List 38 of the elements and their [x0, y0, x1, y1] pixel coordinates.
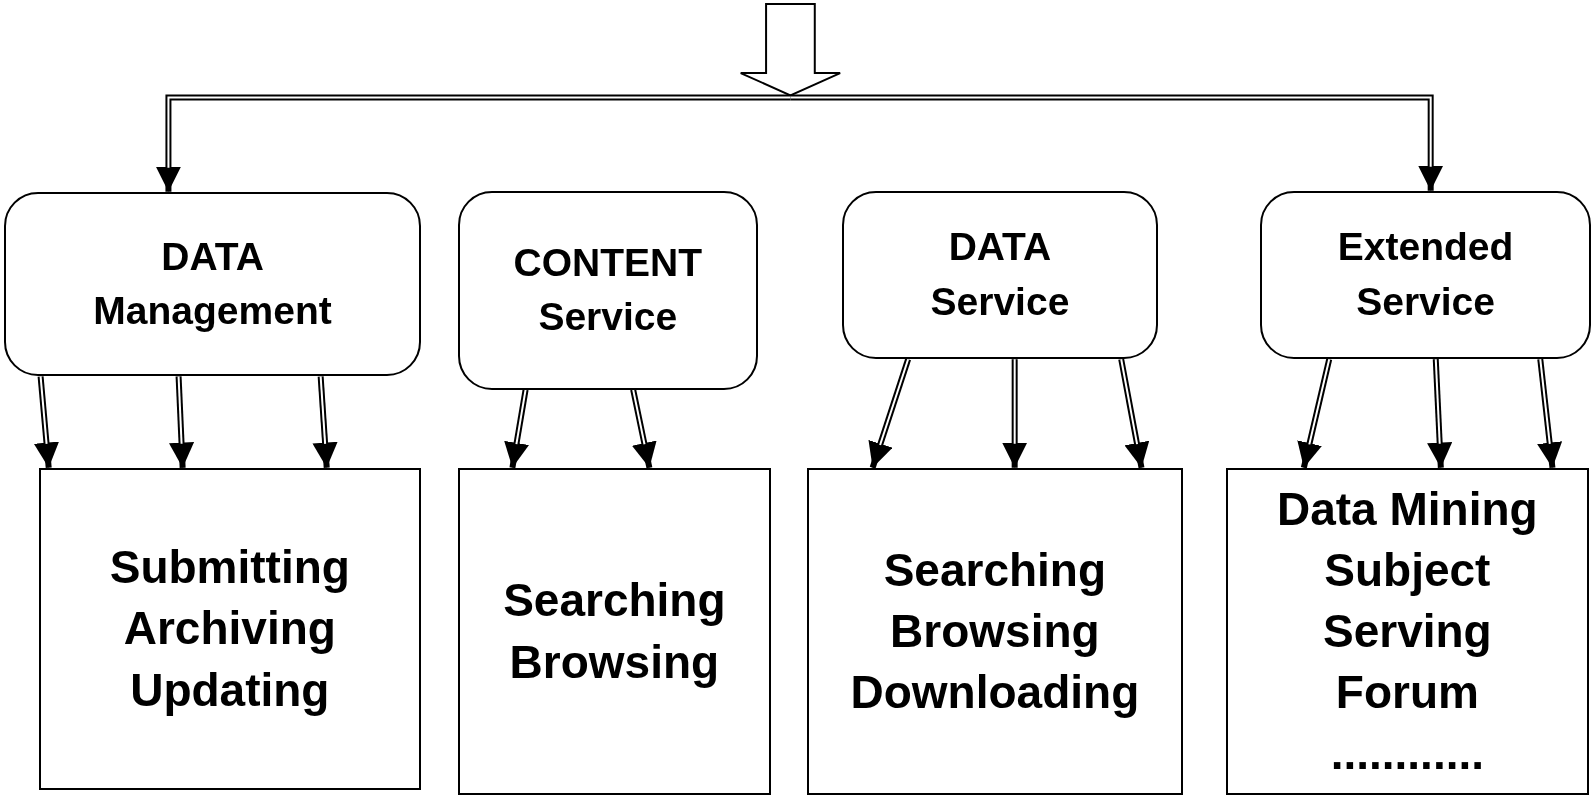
double-line-arrow: [1118, 358, 1150, 469]
box-title: DATA Management: [92, 233, 333, 335]
double-line-arrow: [1002, 358, 1028, 468]
list-item: Data Mining: [1277, 481, 1538, 537]
double-line-arrow: [504, 388, 530, 469]
rounded-box: [842, 190, 1158, 360]
process-box: [38, 467, 422, 791]
list-item: Searching: [883, 542, 1107, 598]
list-item: Browsing: [509, 634, 720, 690]
rounded-box: [1260, 190, 1591, 360]
rounded-box: [457, 190, 758, 390]
process-box: [457, 467, 772, 796]
box-title: DATA Service: [929, 224, 1071, 325]
box-title: CONTENT Service: [512, 239, 703, 341]
list-item: Searching: [503, 573, 726, 629]
list-item: Submitting: [109, 540, 350, 596]
rounded-box: [4, 191, 422, 377]
double-line-arrow: [168, 375, 195, 468]
double-line-arrow: [789, 94, 1444, 191]
double-line-arrow: [312, 375, 338, 468]
list-item: Browsing: [890, 604, 1100, 660]
double-line-arrow: [1537, 358, 1563, 469]
list-item: Downloading: [850, 665, 1140, 721]
double-line-arrow: [868, 358, 911, 469]
box-title: Extended Service: [1336, 224, 1515, 325]
double-line-arrow: [1297, 358, 1333, 469]
list-item: Subject: [1324, 542, 1491, 598]
list-item: Forum: [1335, 665, 1479, 721]
double-line-arrow: [630, 388, 657, 469]
process-box: [1225, 467, 1589, 796]
list-item: Updating: [130, 662, 330, 718]
process-box: [806, 467, 1184, 796]
double-line-arrow: [155, 94, 792, 192]
list-item: Serving: [1322, 604, 1492, 660]
list-item: ............: [1330, 726, 1485, 782]
double-line-arrow: [33, 375, 59, 469]
double-line-arrow: [1427, 358, 1453, 468]
list-item: Archiving: [123, 601, 336, 657]
